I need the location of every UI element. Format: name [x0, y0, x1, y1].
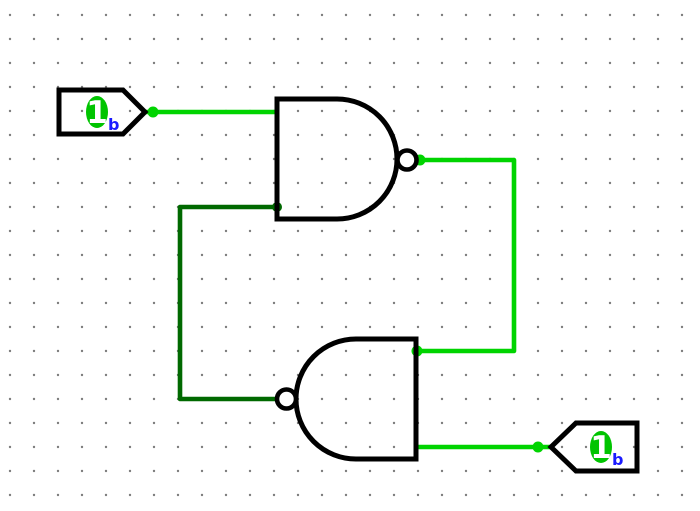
input-pin-bottom-right-value-bubble	[590, 431, 612, 463]
input-pin-top-left[interactable]: 1 b	[56, 87, 149, 137]
input-pin-bottom-right-shape[interactable]	[547, 420, 640, 474]
wire-bottom-nand-output-to-top-nand-input-b[interactable]	[177, 204, 280, 402]
input-pin-top-left-value: 1	[86, 95, 108, 131]
input-pin-bottom-right-value: 1	[590, 430, 612, 466]
input-pin-top-left-value-bubble	[86, 96, 108, 128]
nand-gate-top-inversion-bubble	[395, 148, 419, 172]
wire-top-nand-output-to-bottom-nand-input-a[interactable]	[414, 157, 517, 354]
wire-junction-dot[interactable]	[532, 441, 544, 453]
input-pin-top-left-shape[interactable]	[56, 87, 149, 137]
input-pin-bottom-right[interactable]: 1 b	[547, 420, 640, 474]
nand-gate-top[interactable]	[274, 96, 419, 222]
input-pin-top-left-radix: b	[108, 115, 119, 134]
nand-gate-bottom[interactable]	[274, 336, 419, 462]
wire-junction-dot[interactable]	[147, 106, 159, 118]
nand-gate-bottom-inversion-bubble	[274, 387, 299, 411]
input-pin-bottom-right-radix: b	[612, 450, 623, 469]
